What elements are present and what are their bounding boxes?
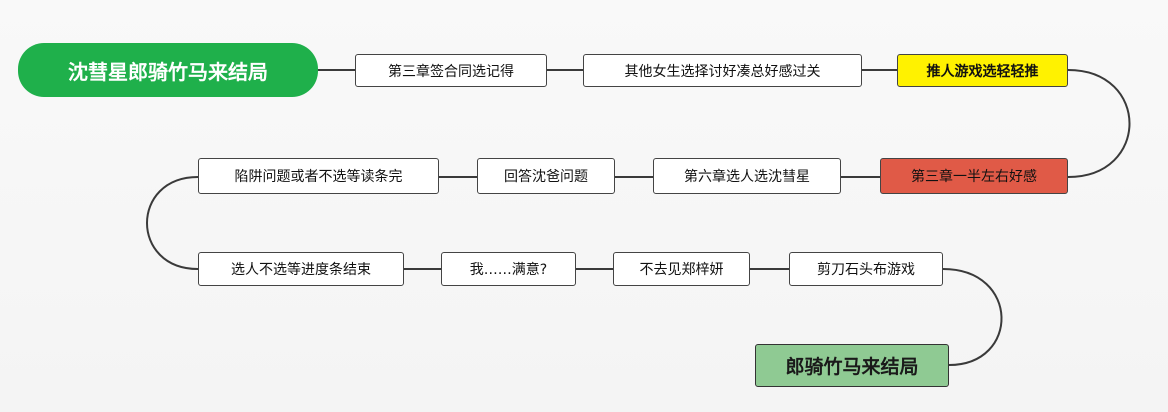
root-node: 沈彗星郎骑竹马来结局 (18, 43, 318, 97)
connector-curve-left (146, 176, 199, 270)
node-row3-4: 剪刀石头布游戏 (789, 252, 943, 286)
node-row2-3: 回答沈爸问题 (477, 158, 615, 194)
node-row2-2: 第六章选人选沈彗星 (653, 158, 841, 194)
connector-curve-right-1 (1067, 69, 1131, 178)
end-node: 郎骑竹马来结局 (755, 344, 949, 387)
node-row1-3-highlight: 推人游戏选轻轻推 (897, 54, 1068, 87)
node-row1-2: 其他女生选择讨好凑总好感过关 (583, 54, 862, 87)
node-row3-1: 选人不选等进度条结束 (198, 252, 404, 286)
node-row2-1-highlight: 第三章一半左右好感 (880, 158, 1068, 194)
node-row1-1: 第三章签合同选记得 (355, 54, 547, 87)
node-row3-3: 不去见郑梓妍 (613, 252, 750, 286)
connector-curve-right-2 (942, 268, 1003, 366)
node-row2-4: 陷阱问题或者不选等读条完 (198, 158, 439, 194)
node-row3-2: 我……满意? (441, 252, 576, 286)
